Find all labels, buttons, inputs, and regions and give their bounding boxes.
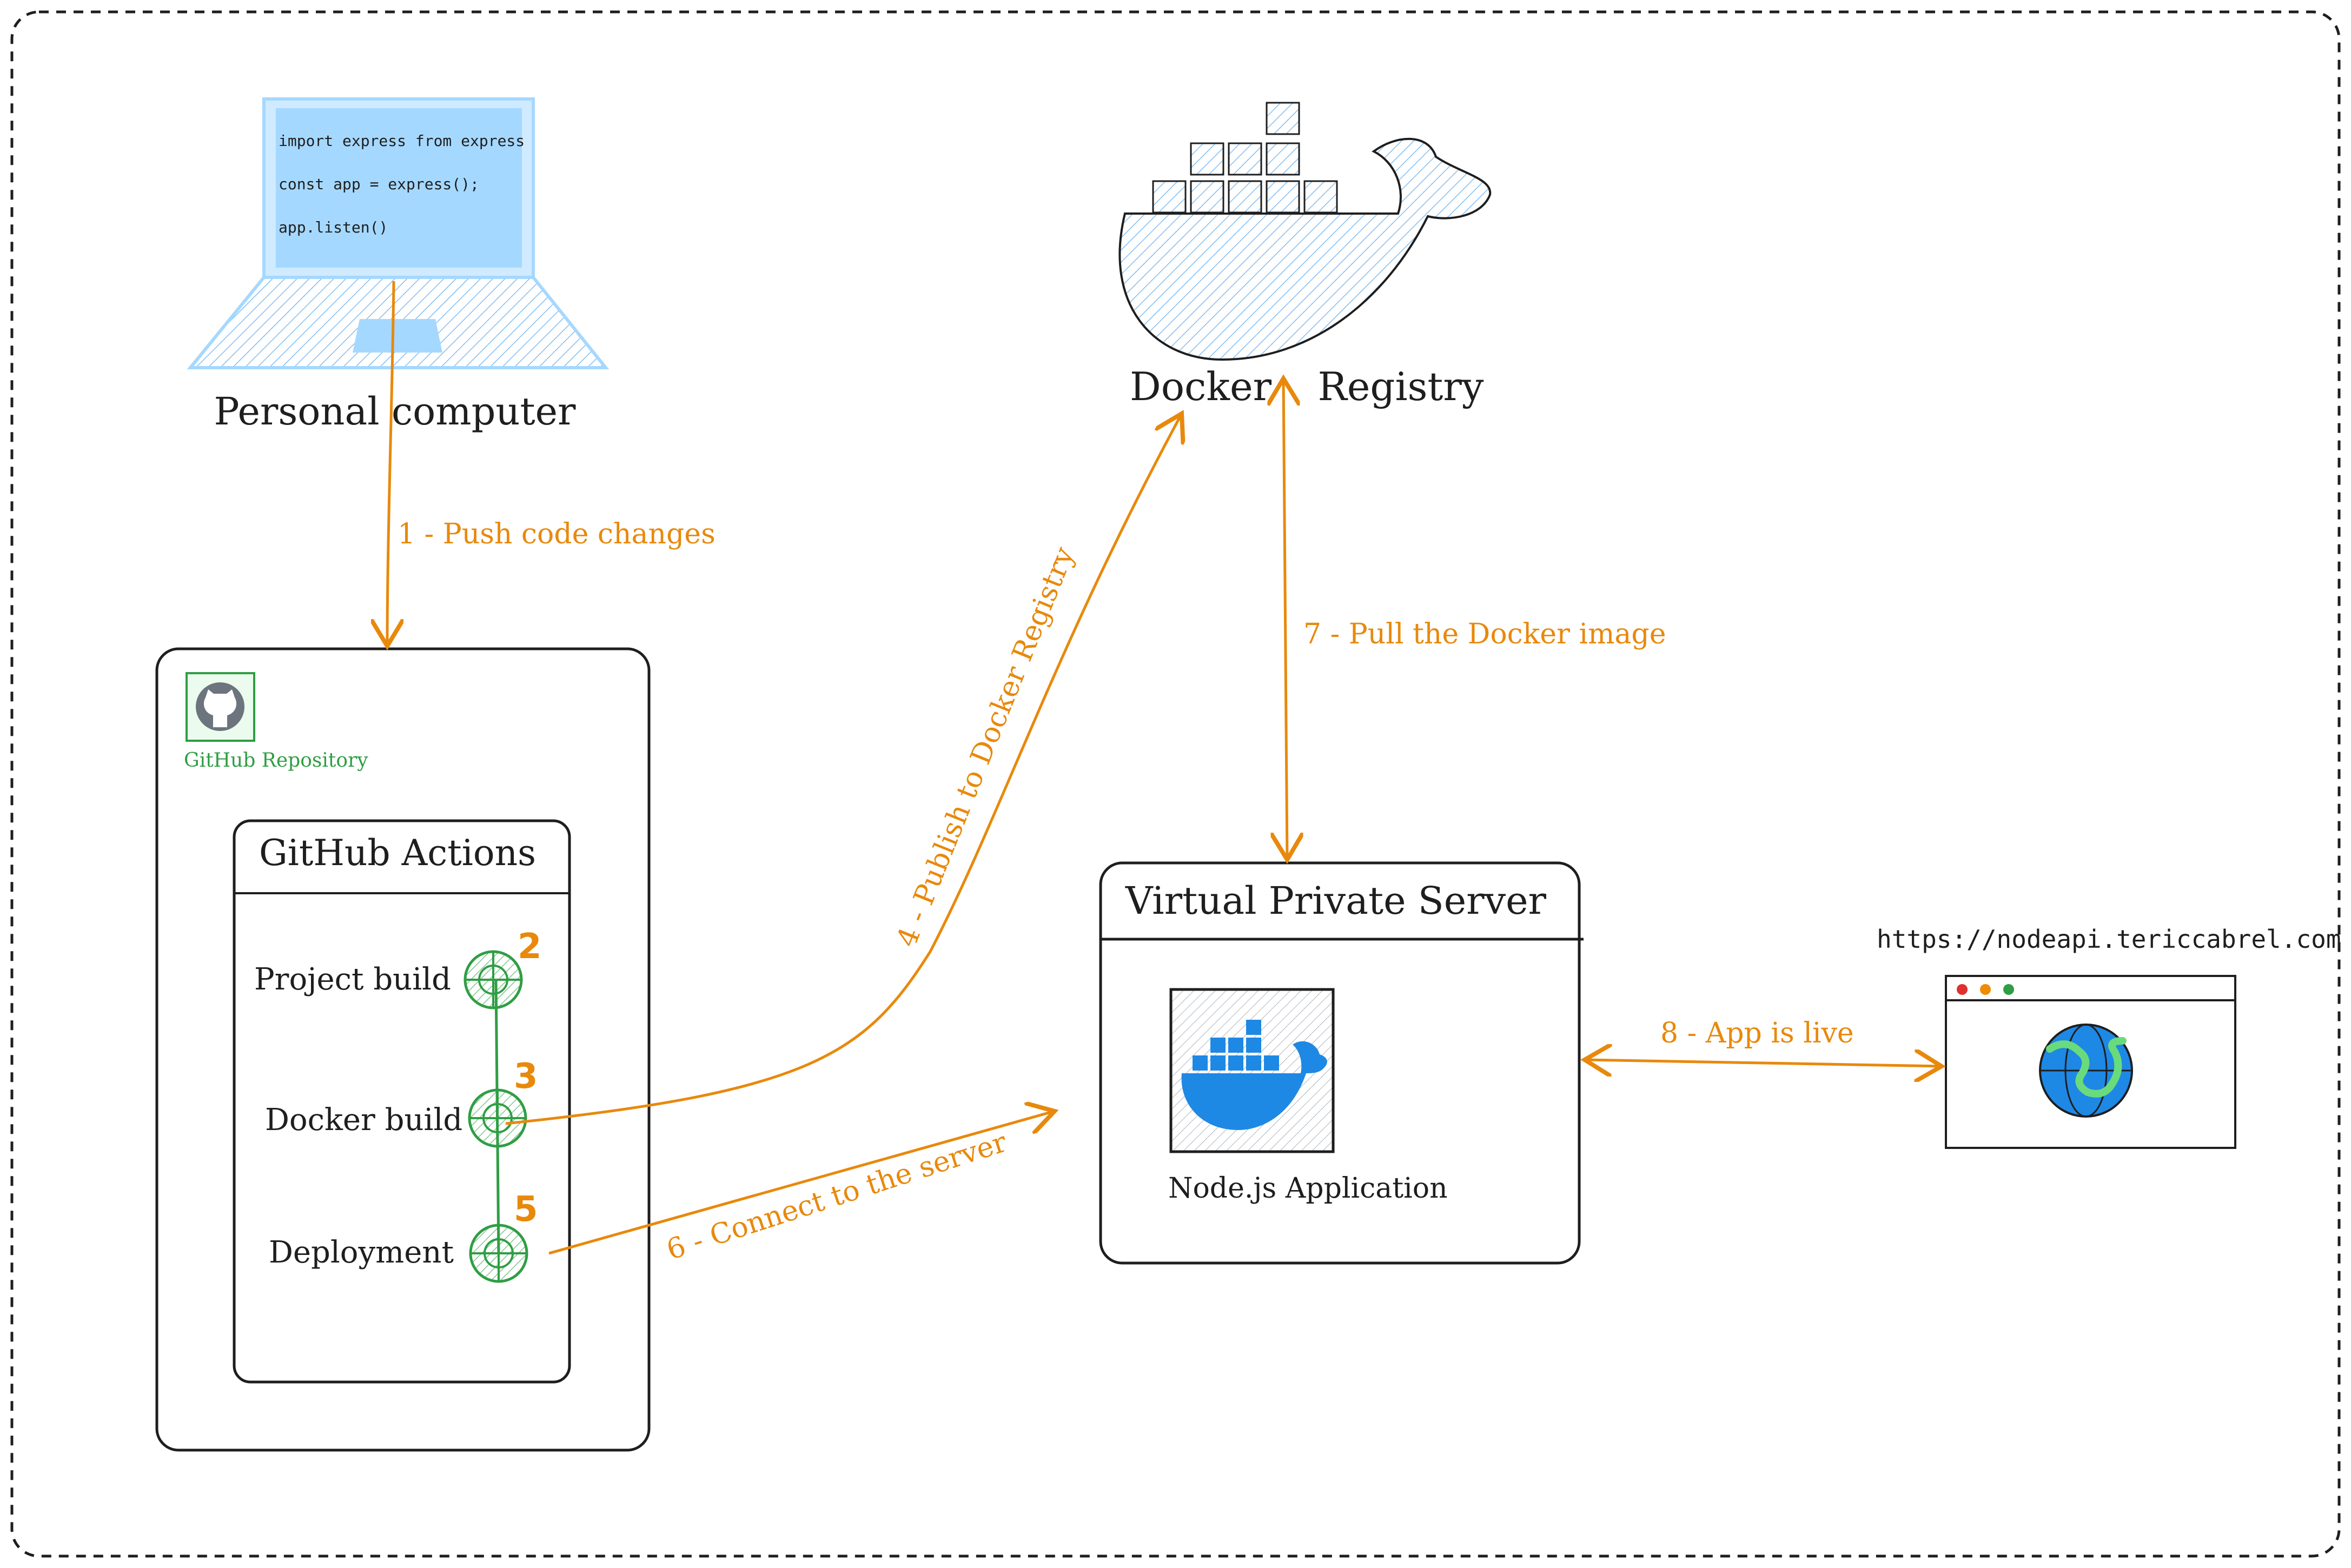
window-maximize-dot	[2003, 984, 2014, 995]
step-node-icon	[463, 950, 523, 1009]
github-actions-box	[233, 819, 571, 1384]
code-line: app.listen()	[279, 218, 388, 236]
arrow-live-label: 8 - App is live	[1660, 1017, 1854, 1049]
globe-icon	[2039, 1024, 2133, 1118]
code-line: const app = express();	[279, 175, 479, 193]
browser-url: https://nodeapi.tericcabrel.com	[1877, 925, 2341, 954]
arrow-push	[387, 281, 394, 646]
docker-app-icon	[1169, 988, 1335, 1153]
registry-label-left: Docker	[1130, 364, 1272, 409]
laptop-icon	[187, 97, 610, 369]
vps-app-label: Node.js Application	[1168, 1172, 1448, 1205]
step-number: 5	[514, 1190, 538, 1230]
docker-whale-icon	[1118, 102, 1492, 361]
github-repository-label: GitHub Repository	[184, 749, 368, 772]
arrow-push-label: 1 - Push code changes	[398, 518, 716, 550]
registry-label-right: Registry	[1318, 364, 1484, 409]
step-label: Project build	[254, 962, 451, 997]
window-close-dot	[1957, 984, 1968, 995]
arrow-connect-label: 6 - Connect to the server	[663, 1126, 1010, 1266]
step-label: Deployment	[269, 1235, 454, 1270]
step-number: 2	[518, 927, 542, 967]
code-line: import express from express	[279, 132, 525, 150]
vps-box	[1099, 861, 1581, 1265]
arrow-publish	[505, 414, 1182, 1125]
laptop-screen	[276, 108, 522, 268]
laptop-label: Personal computer	[214, 389, 577, 434]
outer-frame	[10, 10, 2341, 1558]
arrow-connect	[548, 1111, 1055, 1255]
arrow-pull-label: 7 - Pull the Docker image	[1303, 618, 1666, 650]
github-icon	[186, 672, 255, 742]
arrow-publish-label: 4 - Publish to Docker Registry	[890, 542, 1081, 952]
step-node-icon	[468, 1088, 527, 1148]
arrow-live	[1585, 1060, 1942, 1066]
step-number: 3	[514, 1057, 538, 1097]
window-minimize-dot	[1980, 984, 1991, 995]
step-label: Docker build	[265, 1102, 462, 1138]
vps-title: Virtual Private Server	[1125, 879, 1547, 923]
step-node-icon	[469, 1224, 528, 1283]
arrow-pull	[1283, 378, 1287, 860]
github-actions-title: GitHub Actions	[259, 832, 536, 874]
